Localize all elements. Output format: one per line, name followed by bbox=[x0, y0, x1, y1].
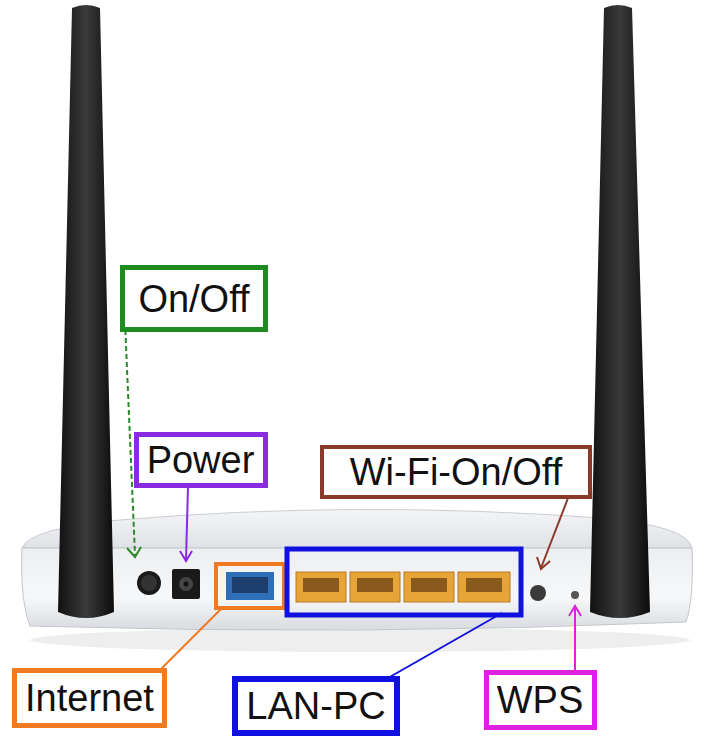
callout-label: WPS bbox=[497, 681, 584, 719]
wps-button-callout: WPS bbox=[484, 670, 597, 730]
callout-label: LAN-PC bbox=[246, 687, 385, 725]
lan-ports-callout: LAN-PC bbox=[232, 676, 400, 736]
callout-label: Power bbox=[147, 441, 255, 479]
wifi-button-callout: Wi-Fi-On/Off bbox=[320, 445, 592, 499]
wan-port-callout: Internet bbox=[12, 668, 167, 728]
callout-label: Internet bbox=[25, 679, 154, 717]
callout-label: On/Off bbox=[138, 280, 249, 318]
power-jack-callout: Power bbox=[134, 432, 268, 488]
power-switch-callout: On/Off bbox=[120, 265, 268, 332]
callout-label: Wi-Fi-On/Off bbox=[350, 453, 563, 491]
